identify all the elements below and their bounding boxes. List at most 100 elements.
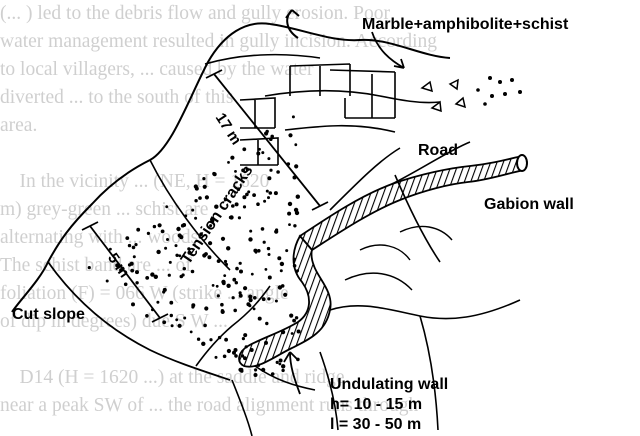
stipple-dot [266, 190, 269, 193]
stipple-dot [254, 373, 258, 377]
stipple-dot [147, 232, 150, 235]
stipple-dot [239, 291, 242, 294]
stipple-dot [294, 164, 298, 168]
stipple-dot [271, 372, 275, 376]
stipple-dot [261, 368, 265, 372]
stipple-dot [248, 304, 251, 307]
cut-slope-label: Cut slope [12, 306, 85, 324]
stipple-dot [285, 249, 288, 252]
stipple-dot [239, 270, 243, 274]
stipple-dot [179, 235, 183, 239]
stipple-dot [203, 185, 207, 189]
stipple-dot [274, 230, 278, 234]
stipple-dot [265, 322, 268, 325]
stipple-dot [262, 297, 266, 301]
stipple-dot [169, 261, 172, 264]
slope-line [232, 380, 252, 436]
stipple-dot [292, 115, 295, 118]
stipple-dot [170, 314, 173, 317]
stipple-dot [212, 172, 216, 176]
stipple-dot [242, 337, 245, 340]
stipple-dot [288, 133, 292, 137]
stipple-dot [180, 275, 184, 279]
stipple-dot [276, 361, 279, 364]
top-arrow [286, 10, 299, 38]
stipple-dot [161, 230, 165, 234]
stipple-dot [251, 273, 254, 276]
stipple-dot [258, 148, 261, 151]
stipple-dot [278, 285, 282, 289]
stipple-dot [176, 227, 180, 231]
stipple-dot [280, 262, 284, 266]
stipple-dot [181, 224, 185, 228]
stipple-dot [205, 195, 209, 199]
stipple-dot [217, 259, 221, 263]
stipple-dot [252, 193, 256, 197]
stipple-dot [132, 246, 136, 250]
stipple-dot [256, 152, 260, 156]
stipple-dot [261, 151, 264, 154]
stipple-dot [265, 268, 268, 271]
stipple-dot [153, 225, 156, 228]
stipple-dot [254, 368, 257, 371]
stipple-dot [212, 284, 215, 287]
rock-pointer-arrow [372, 32, 404, 68]
slope-outline [12, 23, 270, 312]
stipple-dot [221, 237, 225, 241]
stipple-dot [125, 236, 129, 240]
bench-line [285, 126, 395, 132]
stipple-dot [232, 278, 236, 282]
stipple-dot [158, 223, 162, 227]
stipple-dot [256, 202, 260, 206]
stipple-dot [296, 195, 300, 199]
stipple-dot [253, 296, 257, 300]
stipple-dot [243, 286, 247, 290]
stipple-dot [281, 369, 284, 372]
stipple-dot [229, 215, 233, 219]
stipple-dot [175, 318, 178, 321]
gabion-wall-label: Gabion wall [484, 196, 574, 214]
stipple-dot [145, 314, 149, 318]
stipple-dot [287, 212, 291, 216]
stipple-dot [220, 303, 224, 307]
stipple-dot [209, 338, 212, 341]
stipple-dot [296, 358, 300, 362]
stipple-dot [163, 288, 167, 292]
stipple-dot [197, 338, 200, 341]
stipple-dot [203, 324, 207, 328]
stipple-dot [280, 269, 283, 272]
stipple-dot [293, 176, 297, 180]
slope-line [345, 273, 412, 290]
slope-line [330, 300, 520, 319]
stipple-dot [281, 330, 285, 334]
stipple-dot [191, 305, 194, 308]
stipple-dot [168, 274, 171, 277]
stipple-dot [240, 369, 243, 372]
stipple-dot [257, 364, 260, 367]
stipple-dot [190, 331, 193, 334]
stipple-dot [269, 191, 273, 195]
stipple-dot [226, 246, 230, 250]
stipple-dot [216, 285, 219, 288]
stipple-dot [235, 267, 239, 271]
stipple-dot [291, 332, 294, 335]
stipple-dot [164, 247, 167, 250]
stipple-dot [253, 249, 257, 253]
stipple-dot [221, 280, 225, 284]
stipple-dot [294, 143, 297, 146]
stipple-dot [135, 281, 138, 284]
stipple-dot [267, 196, 270, 199]
stipple-dot [165, 205, 168, 208]
stipple-dot [263, 241, 266, 244]
stipple-dot [283, 293, 287, 297]
stipple-dot [238, 216, 241, 219]
stipple-dot [154, 275, 158, 279]
stipple-dot [171, 324, 174, 327]
stipple-dot [292, 319, 296, 323]
stipple-dot [201, 342, 205, 346]
stipple-dot [194, 217, 197, 220]
stipple-dot [250, 348, 254, 352]
stipple-dot [253, 308, 256, 311]
stipple-dot [249, 230, 252, 233]
